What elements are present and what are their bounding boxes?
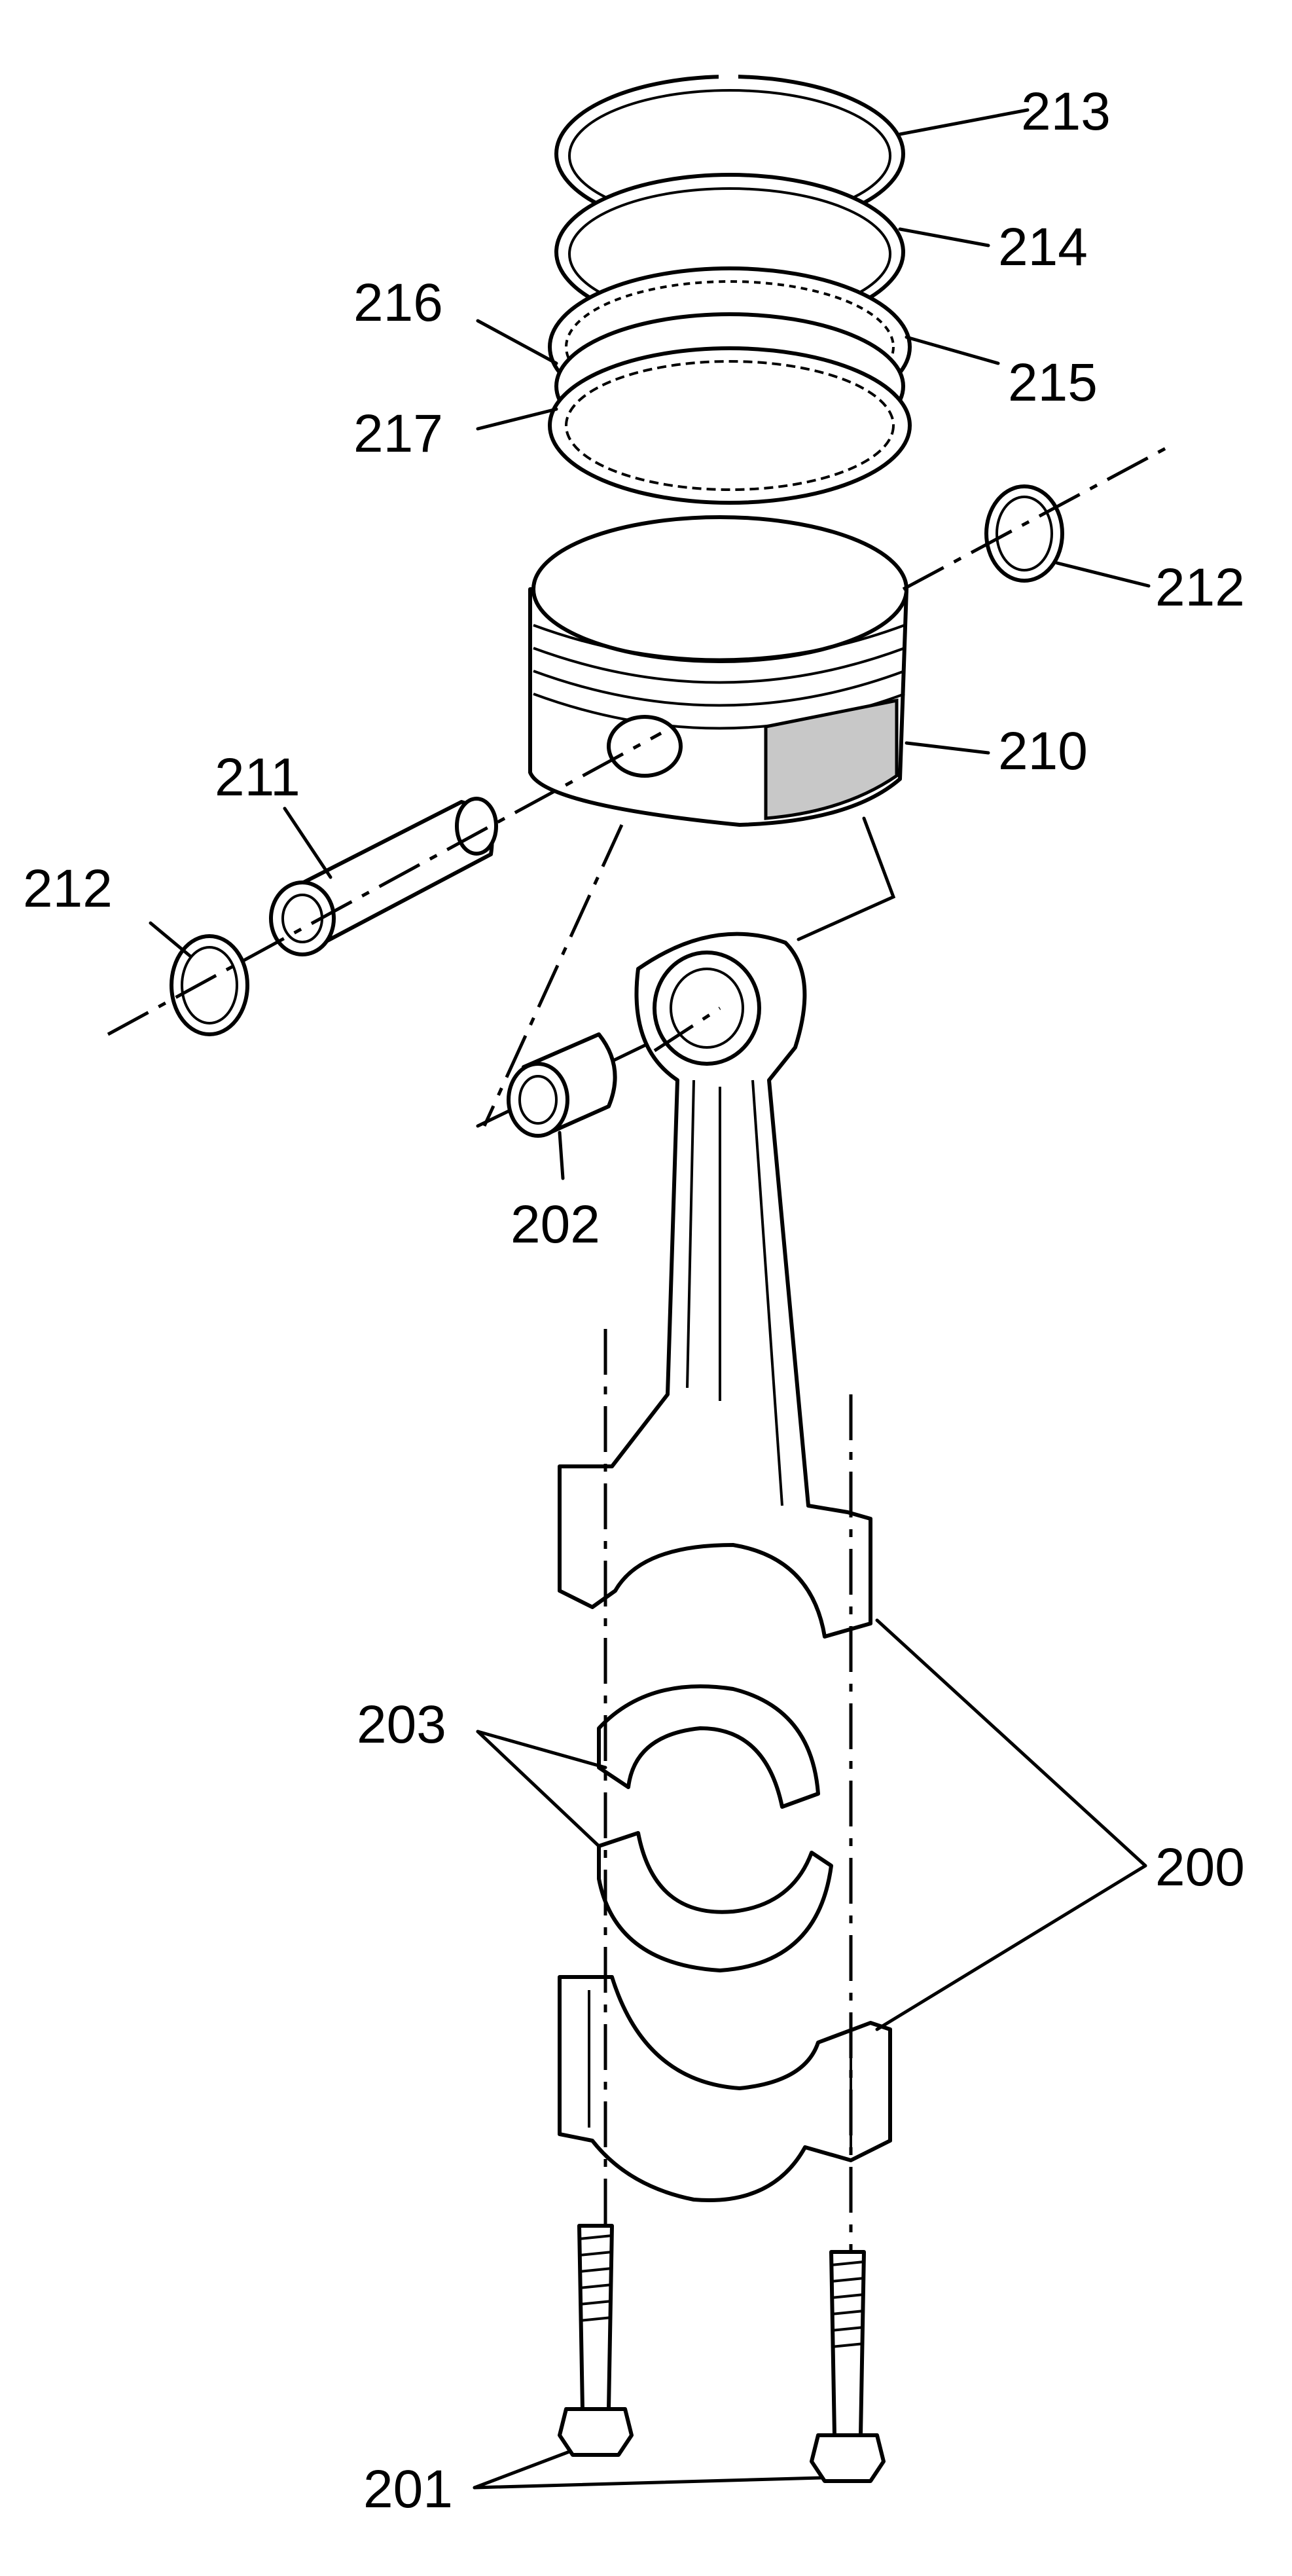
callout-212-right: 212 [1155, 558, 1245, 617]
piston-icon [528, 515, 908, 941]
rod-bearing-icon [597, 1684, 833, 1972]
pin-retainer-icon [170, 484, 1064, 1036]
connecting-rod-icon [558, 932, 872, 1639]
callout-210: 210 [998, 721, 1088, 781]
rod-cap-icon [558, 1975, 892, 2202]
callout-217: 217 [353, 404, 443, 463]
rod-bolt-icon [558, 2224, 886, 2483]
callout-202: 202 [511, 1195, 600, 1254]
callout-215: 215 [1008, 353, 1098, 412]
callout-216: 216 [353, 273, 443, 333]
callout-203: 203 [357, 1695, 446, 1754]
callout-213: 213 [1021, 82, 1111, 141]
callout-201: 201 [363, 2459, 453, 2519]
callout-214: 214 [998, 217, 1088, 277]
leader-lines [149, 108, 1151, 2490]
pin-bushing-icon [507, 1032, 617, 1138]
callout-211: 211 [215, 748, 300, 807]
piston-ring-icon [548, 72, 912, 505]
piston-pin-icon [269, 797, 498, 956]
callout-200: 200 [1155, 1838, 1245, 1897]
callout-212-left: 212 [23, 859, 113, 918]
